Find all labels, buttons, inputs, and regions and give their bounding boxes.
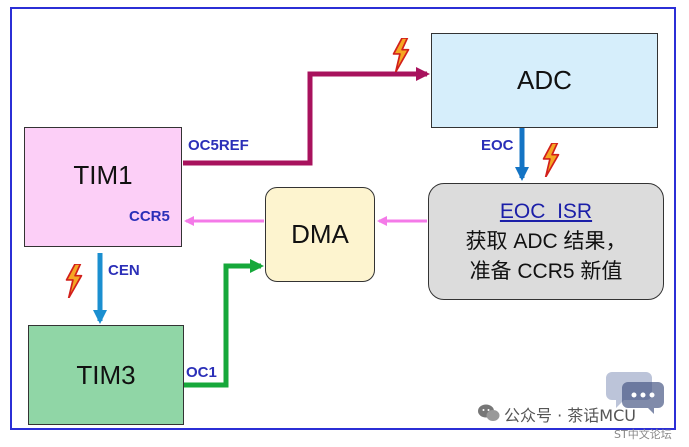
watermark-text: 公众号 · 茶话MCU — [504, 406, 636, 425]
tim3-label: TIM3 — [76, 359, 136, 390]
lightning-icon-cen — [65, 264, 83, 298]
oc1-signal-label: OC1 — [186, 364, 217, 381]
tim1-label: TIM1 — [73, 160, 133, 190]
wechat-icon — [478, 404, 500, 421]
adc-block: ADC — [431, 33, 658, 128]
oc1-wire — [184, 259, 264, 388]
dma-block: DMA — [265, 187, 375, 282]
dma-label: DMA — [291, 219, 349, 249]
lightning-icon-eoc — [542, 143, 560, 177]
lightning-icon-adc — [392, 38, 410, 72]
eoc-signal-label: EOC — [481, 137, 514, 154]
forum-logo-icon — [606, 372, 664, 414]
adc-label: ADC — [517, 65, 572, 95]
watermark-subtext: ST中文论坛 — [614, 428, 672, 441]
eoc-isr-line-1: 获取 ADC 结果， — [465, 229, 627, 253]
oc5ref-signal-label: OC5REF — [188, 137, 249, 154]
cen-signal-label: CEN — [108, 262, 140, 279]
eoc-isr-title: EOC_ISR — [499, 199, 593, 223]
eoc-isr-block: EOC_ISR 获取 ADC 结果， 准备 CCR5 新值 — [428, 183, 664, 300]
oc5ref-wire — [183, 67, 430, 166]
tim3-block: TIM3 — [28, 325, 184, 425]
eoc-isr-line-2: 准备 CCR5 新值 — [469, 259, 623, 283]
tim1-block: TIM1 — [24, 127, 182, 247]
diagram-frame — [10, 7, 676, 430]
ccr5-signal-label: CCR5 — [129, 208, 170, 225]
